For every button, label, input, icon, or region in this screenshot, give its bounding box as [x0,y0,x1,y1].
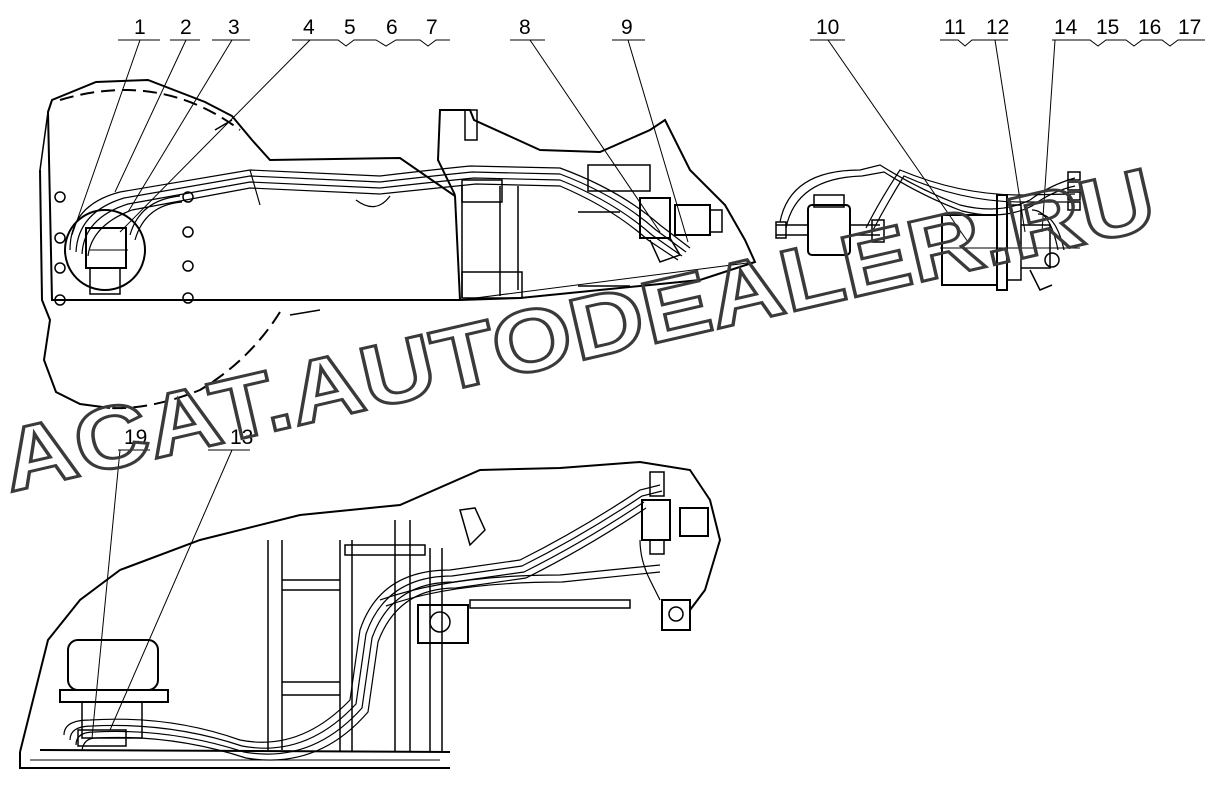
brake-valve-bottom [641,471,709,555]
callout-15: 15 [1096,16,1119,39]
callout-9: 9 [621,16,633,39]
callout-labels: 1 2 3 4 5 6 7 8 9 10 11 12 14 15 16 17 1… [124,16,1201,449]
steering-cylinder-front [64,209,146,295]
top-right-hose-assembly [775,164,1081,291]
callout-19: 19 [124,426,147,449]
leader-lines [71,39,1205,739]
callout-16: 16 [1138,16,1161,39]
callout-14: 14 [1054,16,1078,39]
bottom-side-view [19,460,722,769]
callout-3: 3 [228,16,240,39]
mount-plate-right [661,599,691,631]
callout-2: 2 [180,16,192,39]
callout-10: 10 [816,16,839,39]
callout-6: 6 [386,16,398,39]
callout-13: 13 [230,426,253,449]
callout-7: 7 [426,16,438,39]
callout-11: 11 [944,16,966,39]
callout-12: 12 [986,16,1009,39]
callout-5: 5 [344,16,356,39]
callout-4: 4 [303,16,315,39]
hose-bundle-top [69,165,691,261]
callout-17: 17 [1178,16,1201,39]
top-left-frame-view [39,78,757,410]
hose-bundle-bottom [63,484,663,761]
callout-8: 8 [519,16,531,39]
brake-chamber-bottom [59,639,169,747]
frame-bolts [54,191,194,306]
callout-1: 1 [134,16,146,39]
brake-valve-top [639,197,723,263]
brake-chamber-right [940,194,1080,291]
mount-plate-left [417,604,469,644]
